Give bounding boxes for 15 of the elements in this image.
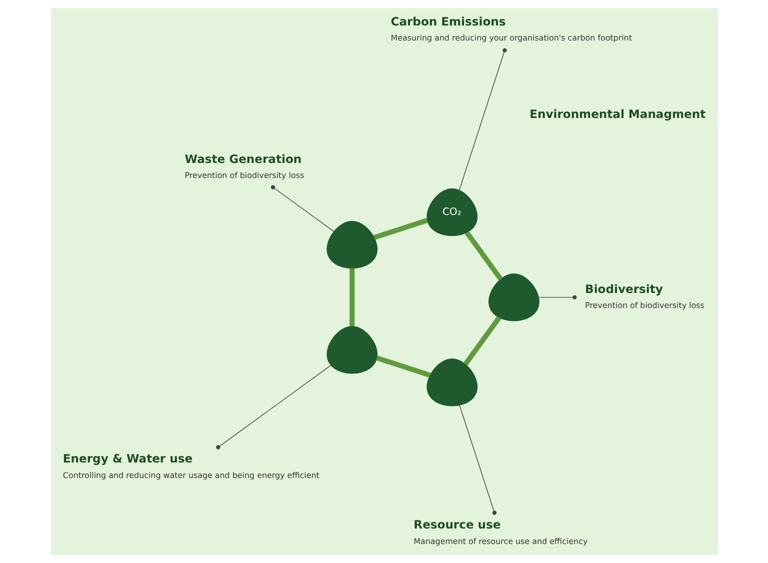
connector (270, 185, 334, 232)
connector (373, 218, 428, 240)
node-leaf (326, 220, 378, 269)
connector (349, 268, 354, 326)
connector (216, 364, 331, 450)
connector (538, 295, 576, 300)
connector (464, 231, 502, 281)
node-leaf (326, 326, 378, 374)
connector (458, 405, 496, 515)
connector (462, 316, 501, 366)
connector (376, 356, 430, 378)
node-text: Environmental Managment (529, 106, 706, 121)
node-leaf (426, 358, 478, 406)
node-leaf (488, 273, 539, 322)
connector (458, 48, 506, 190)
